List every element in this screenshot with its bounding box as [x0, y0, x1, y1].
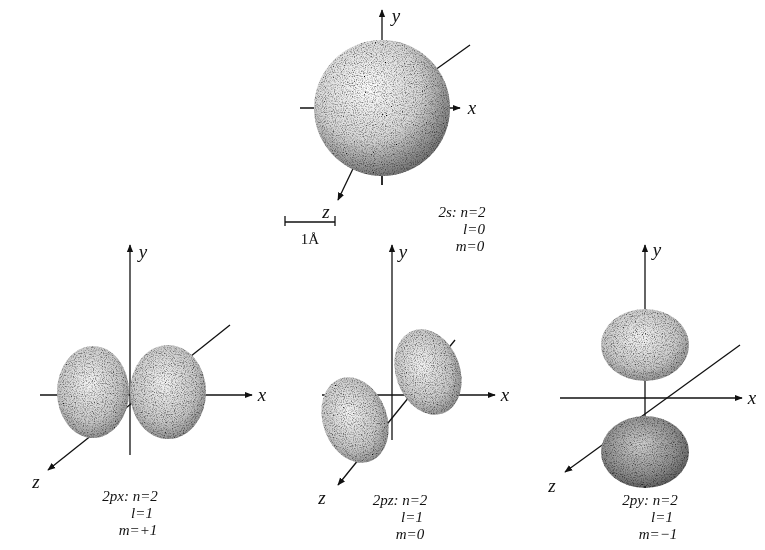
orbital-label: l=1	[651, 509, 673, 526]
orbital-label: l=0	[463, 221, 485, 238]
orbital-label: m=0	[456, 238, 484, 255]
orbital-label: m=−1	[639, 526, 678, 543]
axis-label: y	[399, 242, 407, 263]
axis-label: x	[468, 98, 476, 119]
axis-stubs	[382, 176, 645, 488]
axis-label: z	[548, 476, 555, 497]
orbital-clouds	[57, 40, 689, 488]
axis-label: z	[322, 202, 329, 223]
orbital-label: l=1	[401, 509, 423, 526]
axis-label: z	[32, 472, 39, 493]
axis-label: z	[318, 488, 325, 509]
axis-label: x	[258, 385, 266, 406]
orbital-label: l=1	[131, 505, 153, 522]
orbital-label: 2pz: n=2	[373, 492, 428, 509]
scale-label: 1Å	[301, 231, 319, 248]
axes	[40, 10, 742, 486]
axis-label: y	[392, 6, 400, 27]
axis-label: y	[653, 240, 661, 261]
orbital-label: m=+1	[119, 522, 158, 539]
orbital-label: m=0	[396, 526, 424, 543]
orbital-label: 2s: n=2	[438, 204, 485, 221]
orbital-label: 2py: n=2	[622, 492, 678, 509]
orbital-label: 2px: n=2	[102, 488, 158, 505]
axis-label: y	[139, 242, 147, 263]
axis-label: x	[501, 385, 509, 406]
axis-label: x	[748, 388, 756, 409]
